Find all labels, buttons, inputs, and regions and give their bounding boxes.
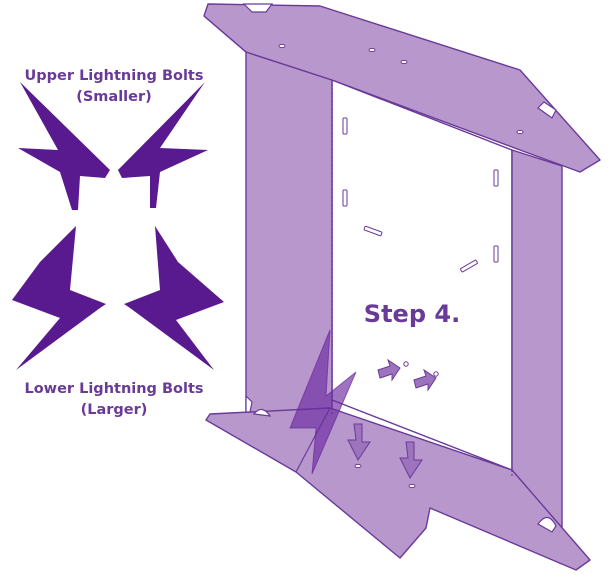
slot-5 — [363, 225, 383, 237]
arrow-right-1 — [377, 358, 401, 382]
hole-2 — [368, 47, 376, 53]
lower-right-bolt — [124, 226, 224, 370]
upper-right-bolt — [118, 82, 208, 208]
hole-3 — [400, 59, 408, 65]
tab-bottom-left — [252, 408, 272, 417]
tab-top — [242, 3, 274, 13]
holes — [278, 43, 524, 489]
upper-bolts-subtitle: (Smaller) — [76, 89, 152, 105]
slot-1 — [342, 117, 348, 135]
hole-7 — [403, 361, 409, 367]
lower-bolts-subtitle: (Larger) — [81, 402, 148, 418]
slot-6 — [460, 259, 478, 273]
slot-2 — [342, 189, 348, 207]
hole-1 — [278, 43, 286, 49]
arrow-down-1 — [347, 423, 371, 461]
top-panel-fold — [203, 15, 247, 53]
lower-bolts-title: Lower Lightning Bolts — [24, 381, 203, 397]
bottom-panel — [205, 407, 591, 571]
upper-bolts-title: Upper Lightning Bolts — [25, 68, 204, 84]
stand-assembly — [203, 3, 601, 571]
bolt-pieces-group — [12, 82, 224, 370]
arrow-right-2 — [413, 368, 437, 392]
tabs — [242, 3, 557, 533]
slot-4 — [493, 245, 499, 263]
slot-3 — [493, 169, 499, 187]
back-opening — [331, 79, 513, 471]
arrow-down-2 — [399, 441, 423, 479]
tab-top-right — [537, 101, 557, 119]
hole-4 — [516, 129, 524, 135]
direction-arrows — [347, 358, 437, 479]
hole-8 — [433, 371, 439, 377]
upper-left-bolt — [18, 82, 110, 210]
lower-left-bolt — [12, 226, 106, 370]
hole-6 — [408, 483, 416, 489]
placed-bolt — [289, 329, 357, 475]
tab-post-left — [245, 394, 253, 413]
slots — [342, 117, 499, 273]
step-label: Step 4. — [364, 300, 460, 328]
hole-5 — [354, 463, 362, 469]
tab-bottom-right — [537, 516, 557, 533]
